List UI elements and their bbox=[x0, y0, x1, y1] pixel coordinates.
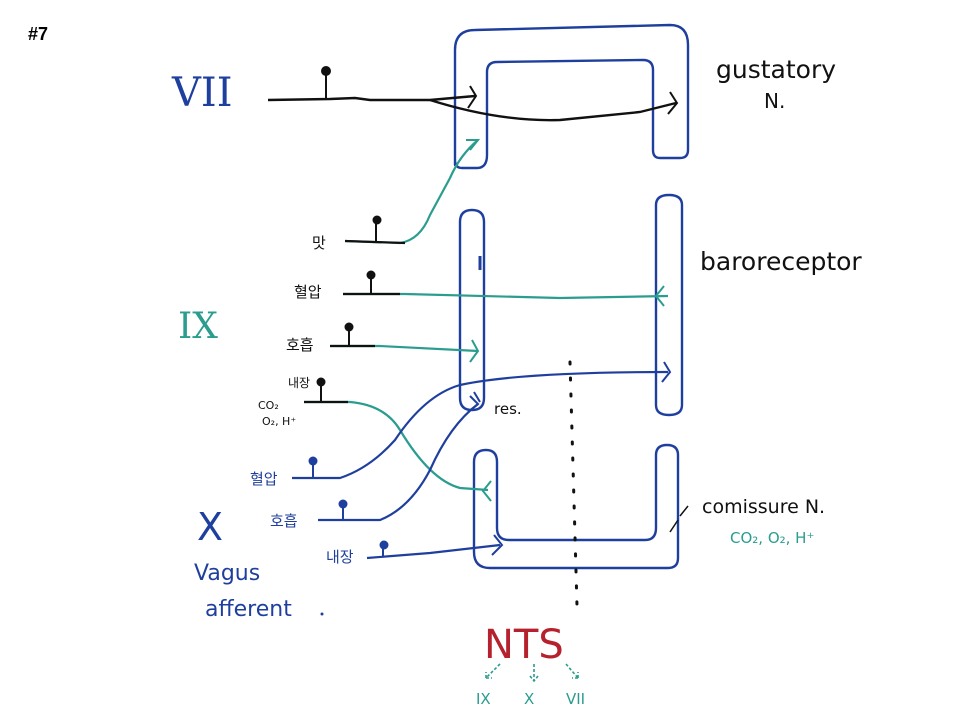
stray-dot bbox=[320, 612, 324, 616]
label-respiratory: res. bbox=[494, 400, 522, 418]
label-ix: IX bbox=[178, 306, 218, 347]
label-gustatory-n: N. bbox=[764, 89, 785, 113]
label-afferent: afferent bbox=[205, 597, 292, 622]
x-resp-fiber bbox=[318, 403, 479, 522]
label-vii: VII bbox=[171, 70, 233, 116]
nts-arrow-ix bbox=[485, 663, 501, 679]
label-commissure: comissure N. bbox=[702, 496, 825, 518]
vii-terminal-1 bbox=[467, 85, 478, 109]
x-bp-fiber bbox=[292, 370, 669, 480]
baroreceptor-column-right bbox=[654, 193, 684, 417]
ix-taste-root bbox=[344, 239, 406, 245]
x-resp-ganglion bbox=[338, 499, 348, 509]
label-x: X bbox=[197, 505, 223, 549]
commissural-nucleus bbox=[472, 443, 680, 570]
nts-output-x: X bbox=[524, 690, 534, 708]
label-ix-visceral: 내장 bbox=[288, 376, 310, 390]
label-ix-resp: 호흡 bbox=[286, 336, 314, 354]
nts-arrow-x bbox=[529, 664, 539, 683]
label-x-bp: 혈압 bbox=[250, 470, 278, 488]
vii-ganglion-cell bbox=[321, 66, 331, 76]
ix-taste-fiber bbox=[344, 139, 479, 245]
ix-visceral-ganglion bbox=[316, 377, 326, 387]
label-nts: NTS bbox=[484, 622, 564, 668]
ix-taste-terminal bbox=[466, 139, 481, 151]
commissure-pointer bbox=[669, 505, 689, 533]
ix-resp-terminal bbox=[469, 339, 480, 363]
x-resp-terminal bbox=[467, 391, 481, 413]
ix-resp-ganglion bbox=[344, 322, 354, 332]
slide-number: #7 bbox=[28, 24, 48, 44]
x-visceral-terminal bbox=[491, 534, 504, 556]
nts-arrow-vii bbox=[565, 663, 579, 679]
x-visceral-ganglion bbox=[379, 540, 389, 550]
ix-bp-terminal bbox=[654, 285, 665, 307]
gustatory-nucleus bbox=[453, 23, 690, 170]
ix-taste-ganglion bbox=[372, 215, 382, 225]
label-ix-bp: 혈압 bbox=[294, 283, 322, 301]
label-vagus: Vagus bbox=[194, 561, 260, 586]
label-x-visceral: 내장 bbox=[326, 548, 354, 566]
midline-dotted bbox=[568, 360, 579, 608]
baroreceptor-column-left bbox=[458, 208, 486, 412]
x-visceral-fiber bbox=[366, 543, 501, 560]
vii-terminal-2 bbox=[667, 91, 679, 115]
nts-output-vii: VII bbox=[566, 690, 585, 708]
ix-visceral-fiber bbox=[304, 400, 489, 492]
label-commissure-detail: CO₂, O₂, H⁺ bbox=[730, 529, 814, 547]
label-ix-co2: CO₂ bbox=[258, 399, 279, 412]
ix-visceral-terminal bbox=[481, 480, 492, 502]
x-bp-terminal bbox=[661, 361, 672, 383]
label-x-resp: 호흡 bbox=[270, 512, 298, 530]
nts-output-ix: IX bbox=[476, 690, 491, 708]
x-bp-ganglion bbox=[308, 456, 318, 466]
ix-bp-ganglion bbox=[366, 270, 376, 280]
vii-fiber-branch bbox=[429, 98, 677, 122]
label-gustatory: gustatory bbox=[716, 55, 836, 84]
label-ix-taste: 맛 bbox=[312, 234, 326, 252]
label-baroreceptor: baroreceptor bbox=[700, 247, 862, 276]
label-ix-o2-h: O₂, H⁺ bbox=[262, 415, 296, 428]
vii-fiber bbox=[267, 94, 476, 102]
